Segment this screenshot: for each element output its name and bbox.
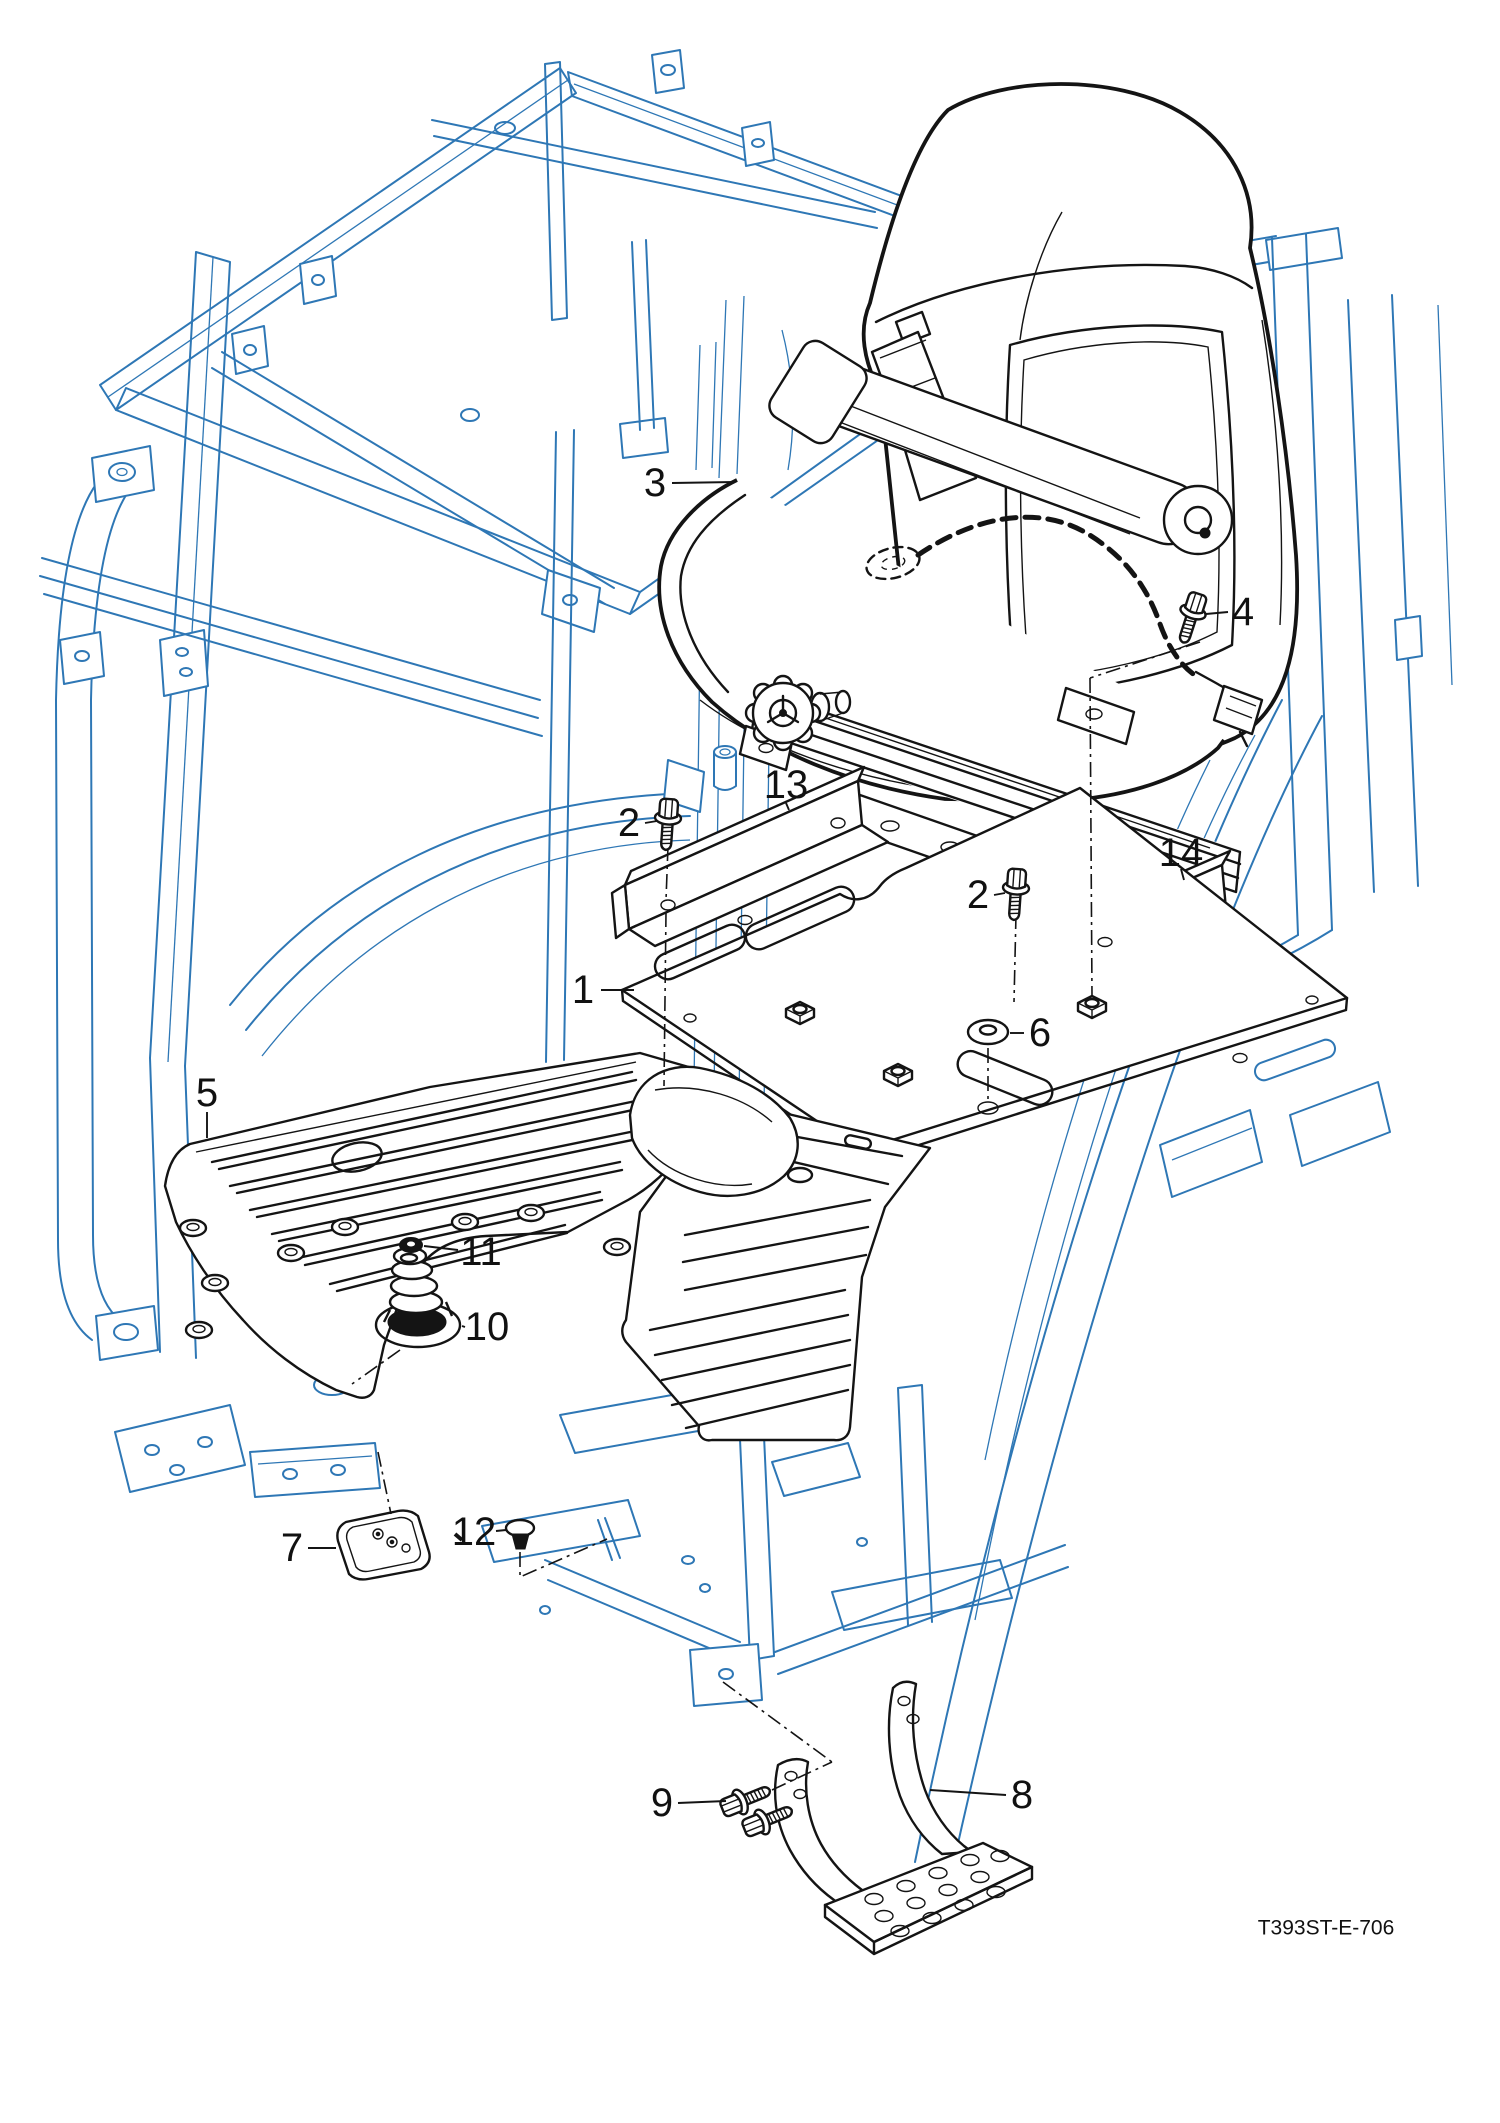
- floor-frame: [114, 1374, 1069, 1707]
- callout-label: 6: [1029, 1011, 1051, 1055]
- wiring-harness: [865, 514, 1264, 748]
- left-fender-arch: [229, 792, 691, 1006]
- roof-cross-rail: [431, 119, 878, 229]
- left-sill-rail: [211, 351, 615, 605]
- callout-2-1: 2: [618, 801, 658, 845]
- callout-7-7: 7: [281, 1526, 336, 1570]
- callout-label: 4: [1232, 590, 1254, 634]
- callout-label: 2: [967, 873, 989, 917]
- leader-line: [423, 1245, 459, 1251]
- callout-10-10: 10: [461, 1305, 510, 1349]
- callout-6-6: 6: [1010, 1011, 1051, 1055]
- callout-11-11: 11: [423, 1230, 502, 1274]
- callout-9-9: 9: [651, 1781, 727, 1825]
- spacer-sleeve: [713, 745, 737, 791]
- leader-line: [785, 802, 790, 811]
- floor-plug: [504, 1518, 536, 1550]
- callout-5-5: 5: [196, 1071, 218, 1138]
- callout-label: 5: [196, 1071, 218, 1115]
- callout-1-0: 1: [572, 968, 634, 1012]
- callout-8-8: 8: [929, 1773, 1033, 1817]
- bolt-2a: [651, 796, 684, 853]
- leader-line: [1180, 868, 1185, 881]
- assembly-lines: [351, 641, 1201, 1791]
- grommet: [966, 1018, 1010, 1046]
- floor-mat: [163, 1051, 932, 1442]
- callout-label: 3: [644, 461, 666, 505]
- right-fender-arch: [914, 699, 1283, 1863]
- leader-line: [644, 820, 658, 824]
- callout-label: 9: [651, 1781, 673, 1825]
- seat-adjuster-knob: [744, 674, 852, 752]
- callout-label: 14: [1159, 831, 1204, 875]
- callout-label: 7: [281, 1526, 303, 1570]
- access-cover: [336, 1509, 464, 1581]
- callout-label: 13: [764, 763, 809, 807]
- callout-label: 12: [452, 1510, 497, 1554]
- rubber-boot: [374, 1246, 462, 1349]
- armrest: [768, 339, 1234, 556]
- callout-2-2: 2: [967, 873, 1006, 917]
- leader-line: [677, 1800, 727, 1804]
- leader-line: [671, 481, 736, 484]
- callout-label: 1: [572, 968, 594, 1012]
- step-bracket: [773, 1680, 1034, 1956]
- leader-line: [461, 1325, 466, 1328]
- drawing-code: T393ST-E-706: [1258, 1917, 1395, 1940]
- callout-label: 10: [465, 1305, 510, 1349]
- bracket-13: [610, 765, 890, 948]
- callout-4-4: 4: [1205, 590, 1254, 634]
- callout-13-13: 13: [764, 763, 809, 811]
- leader-line: [1205, 611, 1229, 615]
- callout-14-14: 14: [1159, 831, 1204, 881]
- boot-cap: [399, 1237, 423, 1253]
- mat-tunnel-hump: [628, 1065, 799, 1198]
- callout-12-12: 12: [452, 1510, 507, 1554]
- callout-3-3: 3: [644, 461, 736, 505]
- callout-label: 8: [1011, 1773, 1033, 1817]
- grab-handle: [55, 482, 98, 1341]
- callout-label: 11: [460, 1230, 502, 1274]
- leader-line: [929, 1789, 1007, 1796]
- leader-line: [993, 892, 1006, 896]
- leader-line: [495, 1529, 507, 1532]
- callout-label: 2: [618, 801, 640, 845]
